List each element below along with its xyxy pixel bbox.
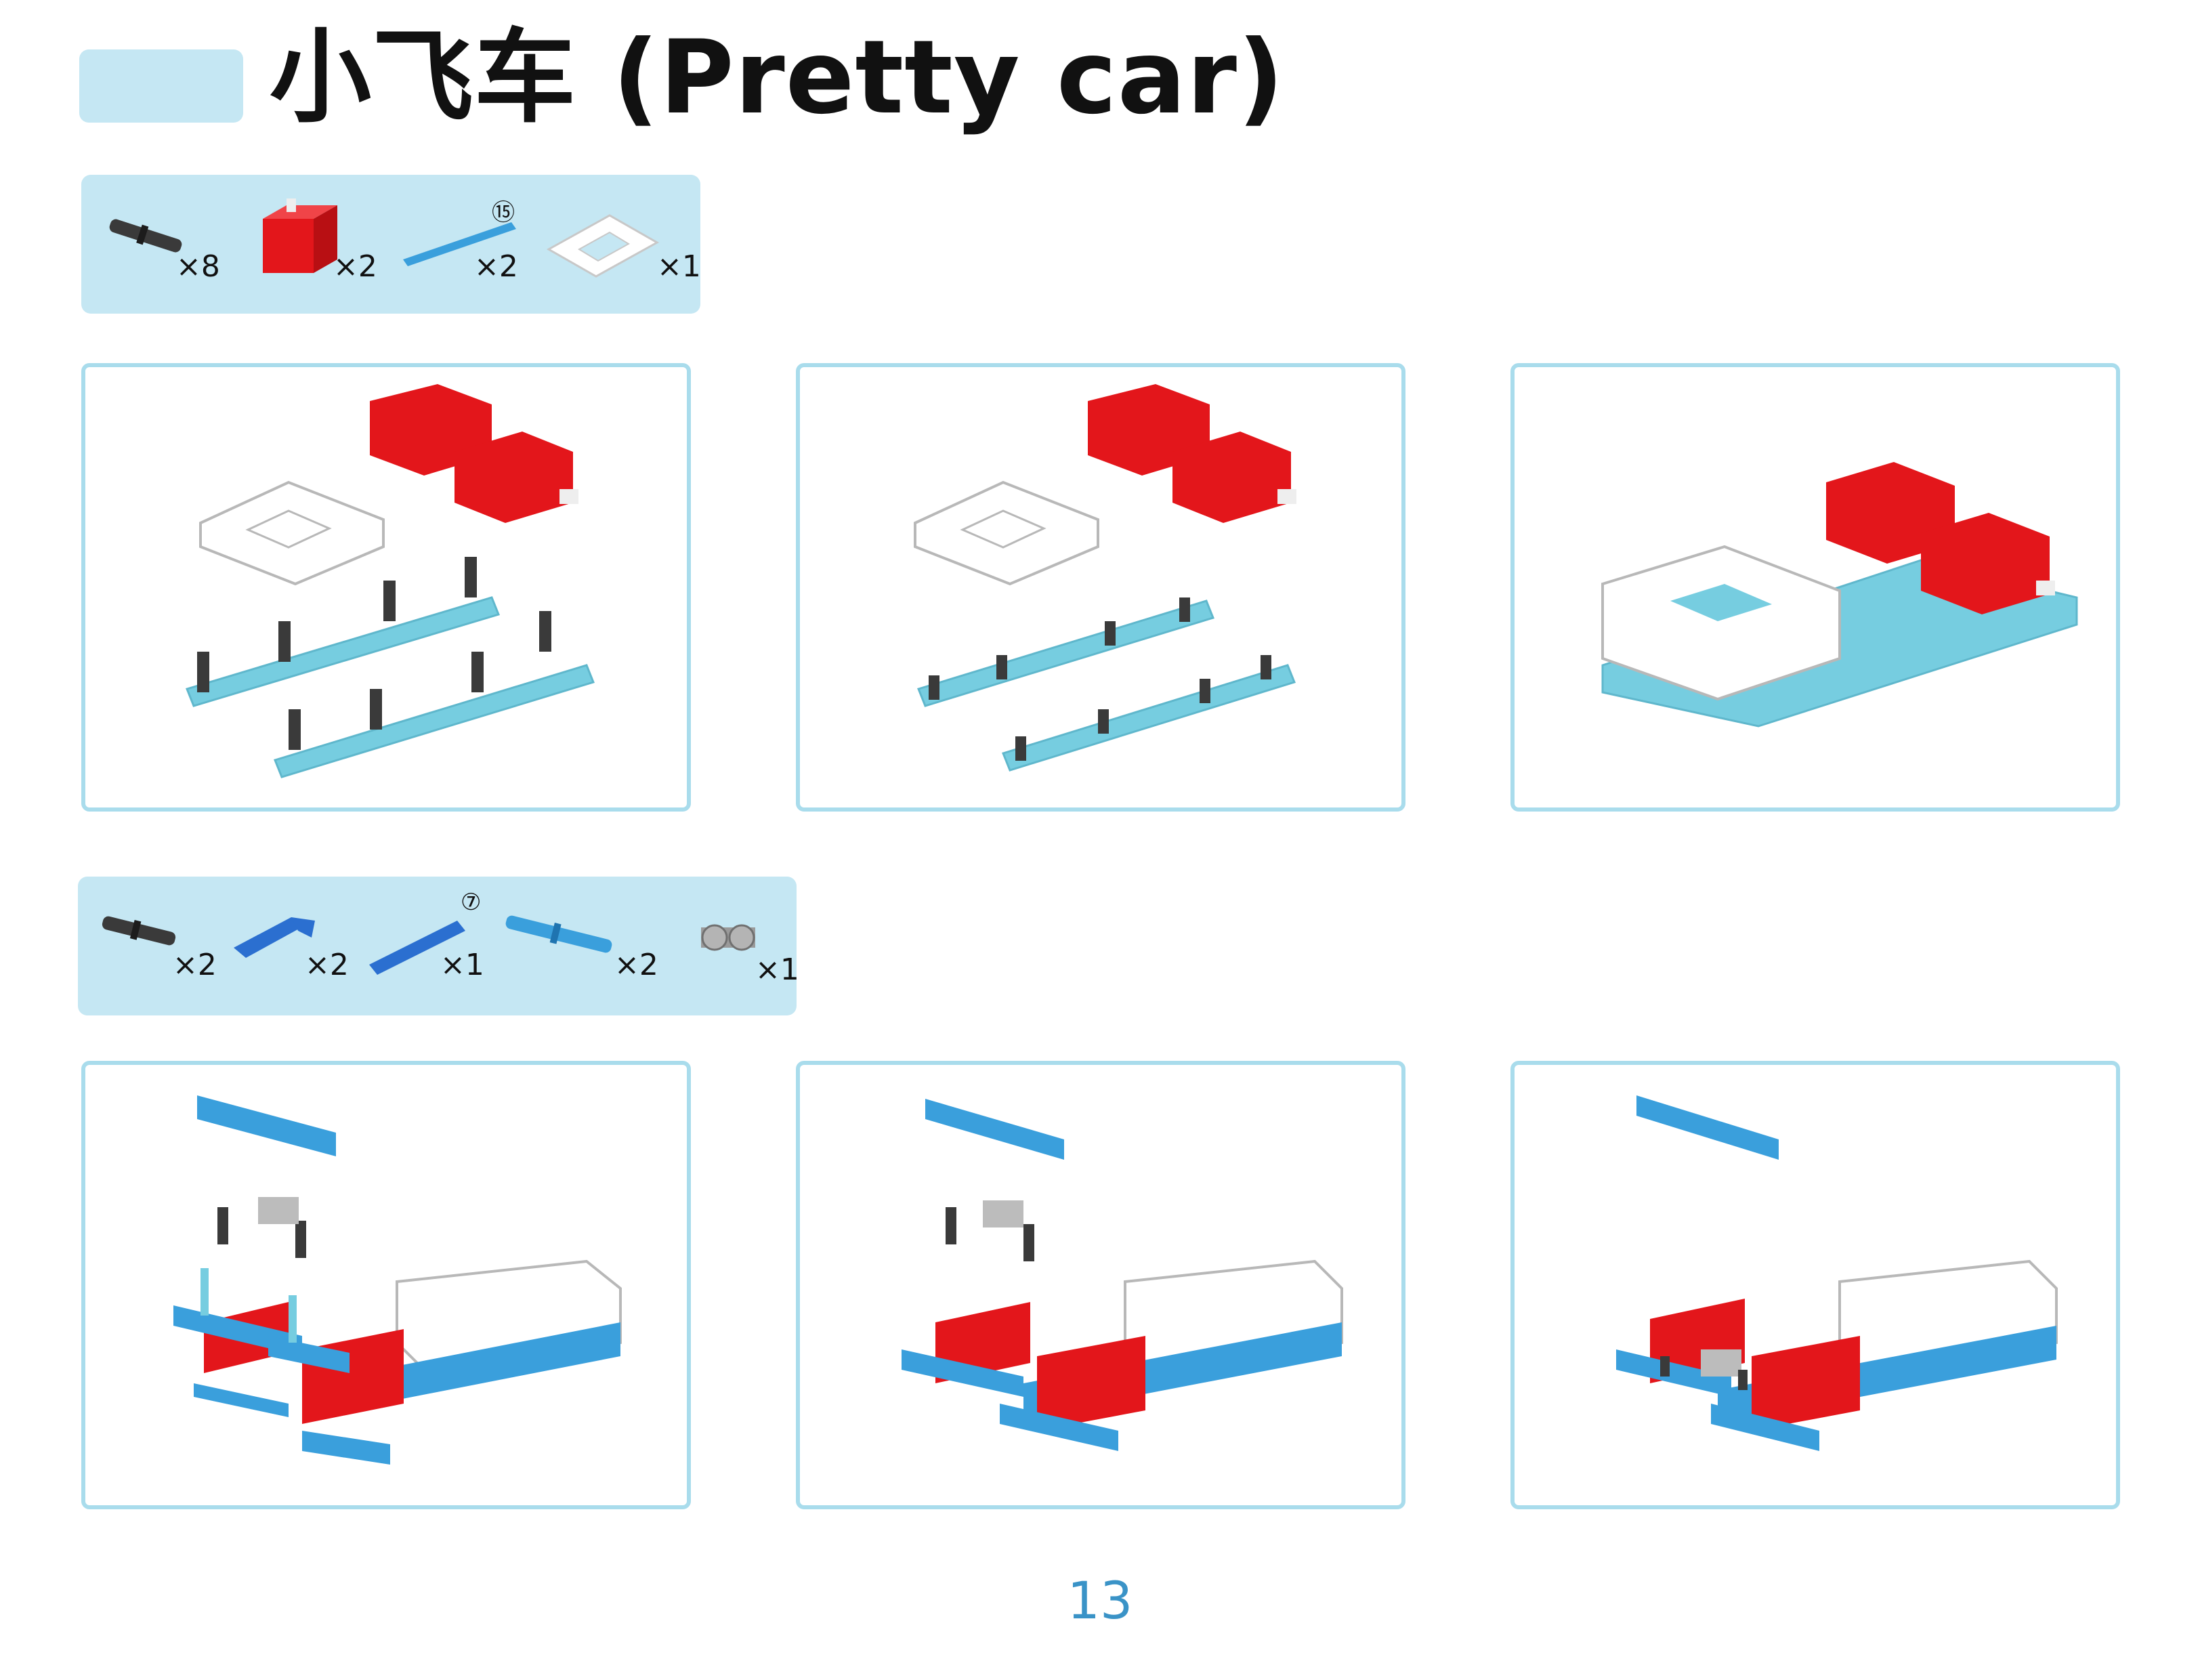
- black-pin-icon: [102, 916, 176, 946]
- white-frame-icon: [546, 214, 660, 278]
- title-accent-bar: [79, 49, 243, 123]
- step-1-panel: [81, 363, 691, 812]
- step-3-illustration: [1601, 462, 2078, 728]
- blue-beam-15-icon: [403, 222, 516, 266]
- parts-1-qty-pins: ×8: [176, 249, 220, 284]
- step-2-illustration: [914, 384, 1296, 772]
- blue-angle-beam-icon: [234, 917, 315, 958]
- gray-connector-icon: [701, 924, 755, 951]
- parts-2-qty-angle-beams: ×2: [305, 948, 349, 982]
- step-3-panel: [1510, 363, 2120, 812]
- parts-2-qty-pins: ×2: [173, 948, 217, 982]
- parts-list-1: ×8 ×2 ⑮ ×2 ×1: [81, 175, 701, 314]
- parts-1-qty-motors: ×2: [333, 249, 377, 284]
- parts-2-qty-connectors: ×1: [755, 952, 799, 987]
- blue-beam-7-icon: [369, 921, 465, 975]
- parts-1-beam-length: ⑮: [492, 199, 515, 226]
- black-pin-icon: [109, 219, 182, 253]
- step-6-illustration: [1616, 1095, 2058, 1451]
- step-4-panel: [81, 1061, 691, 1509]
- parts-2-qty-axle-pins: ×2: [614, 948, 658, 982]
- step-4-illustration: [173, 1095, 622, 1465]
- step-5-panel: [796, 1061, 1405, 1509]
- parts-1-qty-beams: ×2: [474, 249, 518, 284]
- blue-axle-pin-icon: [505, 915, 612, 953]
- parts-2-qty-beams: ×1: [440, 948, 484, 982]
- step-1-illustration: [185, 384, 595, 778]
- parts-list-2: ×2 ×2 ⑦ ×1 ×2 ×1: [78, 877, 799, 1015]
- step-6-panel: [1510, 1061, 2120, 1509]
- page-title: 小飞车 (Pretty car): [270, 19, 1285, 137]
- red-motor-icon: [263, 198, 337, 273]
- step-2-panel: [796, 363, 1405, 812]
- parts-1-qty-frames: ×1: [657, 249, 701, 284]
- page-number: 13: [1067, 1570, 1133, 1631]
- step-5-illustration: [902, 1099, 1343, 1451]
- parts-2-beam-length: ⑦: [461, 889, 482, 916]
